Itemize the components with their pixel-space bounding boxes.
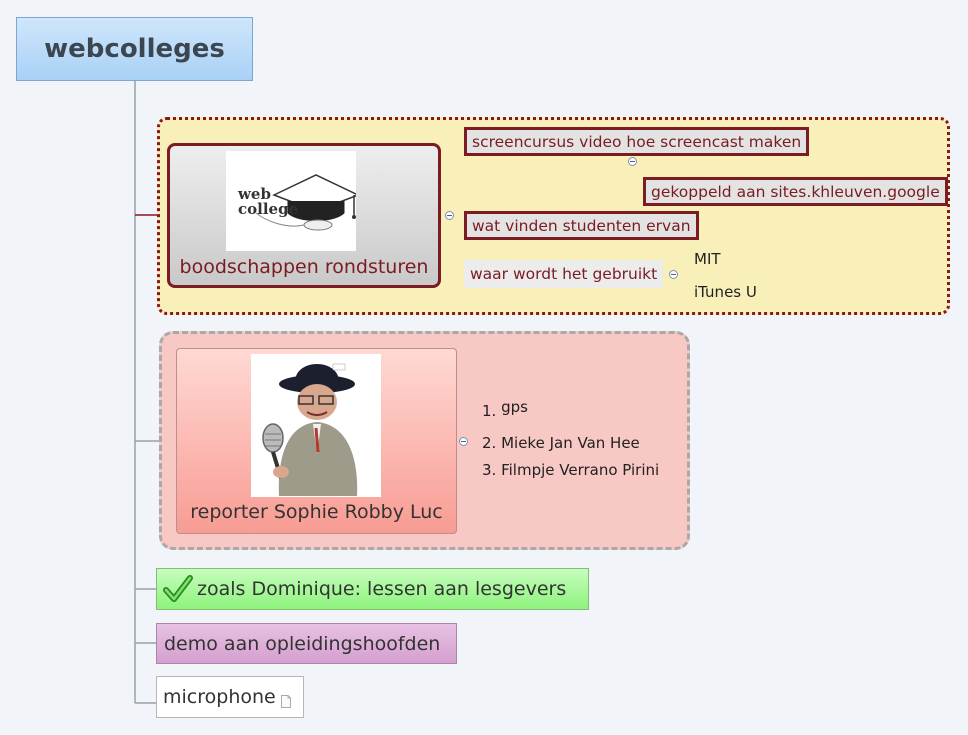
logo-text-web: web <box>237 185 271 203</box>
item-number: 2. <box>482 434 497 452</box>
item-text: Filmpje Verrano Pirini <box>501 461 660 479</box>
item-text: Mieke Jan Van Hee <box>501 434 640 452</box>
list-item[interactable]: 2. Mieke Jan Van Hee <box>482 434 640 452</box>
topic-zoals-dominique[interactable]: zoals Dominique: lessen aan lesgevers <box>156 568 589 610</box>
collapse-toggle[interactable] <box>445 211 454 220</box>
root-title: webcolleges <box>44 34 225 64</box>
subtopic-label: gekoppeld aan sites.khleuven.google <box>651 182 940 201</box>
topic-microphone[interactable]: microphone <box>156 676 304 718</box>
leaf-itunes[interactable]: iTunes U <box>694 283 757 301</box>
collapse-toggle[interactable] <box>628 157 637 166</box>
subtopic-label: waar wordt het gebruikt <box>470 265 658 283</box>
subtopic-waar-wordt[interactable]: waar wordt het gebruikt <box>464 260 664 288</box>
topic-boodschappen[interactable]: web college boodschappen rondsturen <box>167 143 441 288</box>
subtopic-screencursus[interactable]: screencursus video hoe screencast maken <box>464 127 810 156</box>
topic-label: reporter Sophie Robby Luc <box>190 501 443 523</box>
item-number: 3. <box>482 461 497 479</box>
reporter-image <box>251 354 381 497</box>
item-text: gps <box>501 398 528 416</box>
list-item[interactable]: 1. gps <box>482 398 528 420</box>
root-topic[interactable]: webcolleges <box>16 17 253 81</box>
topic-reporter[interactable]: reporter Sophie Robby Luc <box>176 348 457 534</box>
topic-demo[interactable]: demo aan opleidingshoofden <box>156 623 457 664</box>
item-number: 1. <box>482 402 497 420</box>
graduation-cap-icon: web college <box>237 174 360 231</box>
web-college-logo: web college <box>226 151 360 251</box>
leaf-mit[interactable]: MIT <box>694 250 721 268</box>
logo-text-college: college <box>238 200 298 218</box>
reporter-figure-icon <box>262 363 358 496</box>
subtopic-gekoppeld[interactable]: gekoppeld aan sites.khleuven.google <box>643 177 948 206</box>
checkmark-icon <box>163 574 193 604</box>
leaf-label: MIT <box>694 250 721 268</box>
note-icon[interactable] <box>280 691 291 708</box>
topic-label: boodschappen rondsturen <box>179 256 429 278</box>
subtopic-label: wat vinden studenten ervan <box>472 216 691 235</box>
collapse-toggle[interactable] <box>669 270 678 279</box>
topic-label: zoals Dominique: lessen aan lesgevers <box>197 578 567 600</box>
subtopic-label: screencursus video hoe screencast maken <box>472 132 802 151</box>
collapse-toggle[interactable] <box>459 437 468 446</box>
subtopic-wat-vinden[interactable]: wat vinden studenten ervan <box>464 211 699 240</box>
list-item[interactable]: 3. Filmpje Verrano Pirini <box>482 461 659 479</box>
topic-label: demo aan opleidingshoofden <box>164 632 441 655</box>
topic-label: microphone <box>163 686 276 708</box>
leaf-label: iTunes U <box>694 283 757 301</box>
